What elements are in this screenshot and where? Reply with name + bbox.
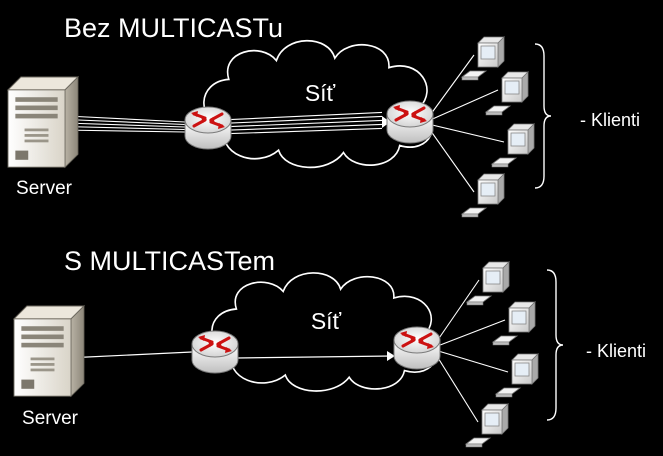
section-1-stream-b-1 [229, 115, 383, 124]
section-2-arrow-head [387, 351, 395, 361]
section-1-client-1-computer-icon [461, 36, 505, 81]
section-2-clients-bracket-icon [546, 269, 564, 421]
section-1-unicast-streams [69, 111, 383, 135]
section-2-link-client-3 [434, 349, 509, 373]
section-1-stream-b-0 [229, 111, 383, 121]
section-2-link-server-router [77, 351, 193, 359]
section-1-server-label: Server [16, 178, 73, 199]
section-1-server-icon [7, 76, 79, 168]
section-1-title: Bez MULTICASTu [64, 13, 283, 43]
section-2-network-cloud-icon [211, 272, 438, 392]
section-2-server-label: Server [22, 408, 79, 429]
section-1-router-2-icon [385, 99, 435, 145]
section-1-stream-a-1 [69, 119, 186, 126]
section-1-clients-label: - Klienti [580, 110, 640, 130]
section-2-client-1-computer-icon [466, 261, 510, 306]
section-1-stream-a-3 [69, 126, 186, 131]
section-1-link-client-2 [427, 89, 499, 122]
section-2-router-2-icon [392, 325, 442, 371]
section-2-client-3-computer-icon [495, 353, 539, 398]
section-1-link-client-1 [427, 54, 475, 119]
section-2-client-4-computer-icon [465, 403, 509, 448]
section-1-client-2-computer-icon [485, 71, 529, 116]
section-1-cloud-label: Síť [305, 80, 336, 106]
section-2-link-client-2 [434, 319, 506, 348]
section-1-stream-b-4 [229, 127, 383, 135]
section-2-link-router-router [236, 355, 394, 359]
section-1-router-1-icon [183, 105, 233, 151]
section-1-client-3-computer-icon [491, 123, 535, 168]
section-2-router-1-icon [190, 329, 240, 375]
section-2-title: S MULTICASTem [64, 246, 275, 276]
section-2-server-icon [13, 305, 85, 397]
section-1-stream-a-0 [69, 115, 186, 123]
section-2-link-client-1 [434, 279, 480, 345]
section-1-link-client-3 [427, 123, 505, 143]
section-1-clients-bracket-icon [534, 43, 552, 189]
section-1-link-client-4 [427, 126, 475, 193]
section-1-stream-a-4 [69, 129, 186, 133]
section-1-stream-b-3 [229, 123, 383, 131]
section-2-clients-label: - Klienti [586, 341, 646, 361]
section-2-cloud-label: Síť [311, 308, 342, 334]
section-1-stream-b-2 [229, 119, 383, 128]
section-2-link-client-4 [434, 352, 479, 423]
section-1-network-cloud-icon [203, 39, 434, 169]
section-1-client-4-computer-icon [461, 173, 505, 218]
section-1-stream-a-2 [69, 122, 186, 128]
section-1-arrow-head [382, 116, 390, 128]
section-2-client-2-computer-icon [492, 301, 536, 346]
